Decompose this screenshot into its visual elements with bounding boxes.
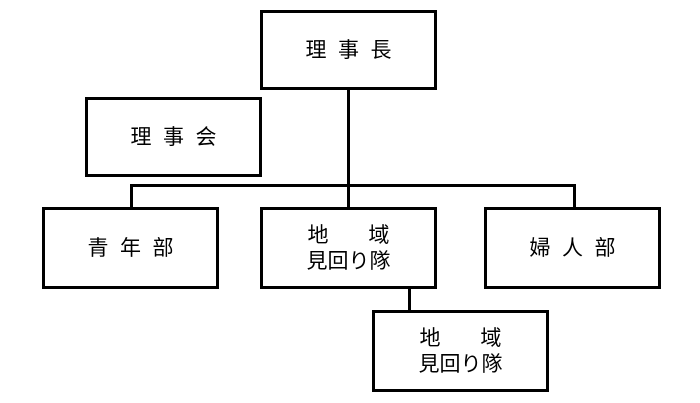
node-patrol-sub-label-line2: 見回り隊 — [418, 352, 503, 376]
node-chairman: 理事長 — [260, 10, 437, 90]
node-patrol-sub: 地域 見回り隊 — [372, 310, 549, 392]
connector-to-patrol — [347, 184, 350, 208]
node-patrol: 地域 見回り隊 — [260, 207, 437, 289]
node-chairman-label: 理事長 — [305, 37, 404, 62]
connector-branch-horizontal — [130, 184, 576, 187]
node-patrol-label-line2: 見回り隊 — [306, 249, 391, 273]
connector-to-women — [573, 184, 576, 208]
connector-to-youth — [130, 184, 133, 208]
node-youth: 青年部 — [42, 207, 219, 289]
connector-patrol-to-sub — [408, 288, 411, 312]
node-youth-label: 青年部 — [87, 235, 186, 260]
node-women-label: 婦人部 — [529, 235, 628, 260]
node-patrol-label-line1: 地域 — [307, 222, 430, 247]
node-board: 理事会 — [85, 97, 262, 177]
connector-chairman-down — [347, 88, 350, 186]
node-patrol-sub-label-line1: 地域 — [419, 325, 542, 350]
node-women: 婦人部 — [484, 207, 661, 289]
node-board-label: 理事会 — [130, 124, 229, 149]
